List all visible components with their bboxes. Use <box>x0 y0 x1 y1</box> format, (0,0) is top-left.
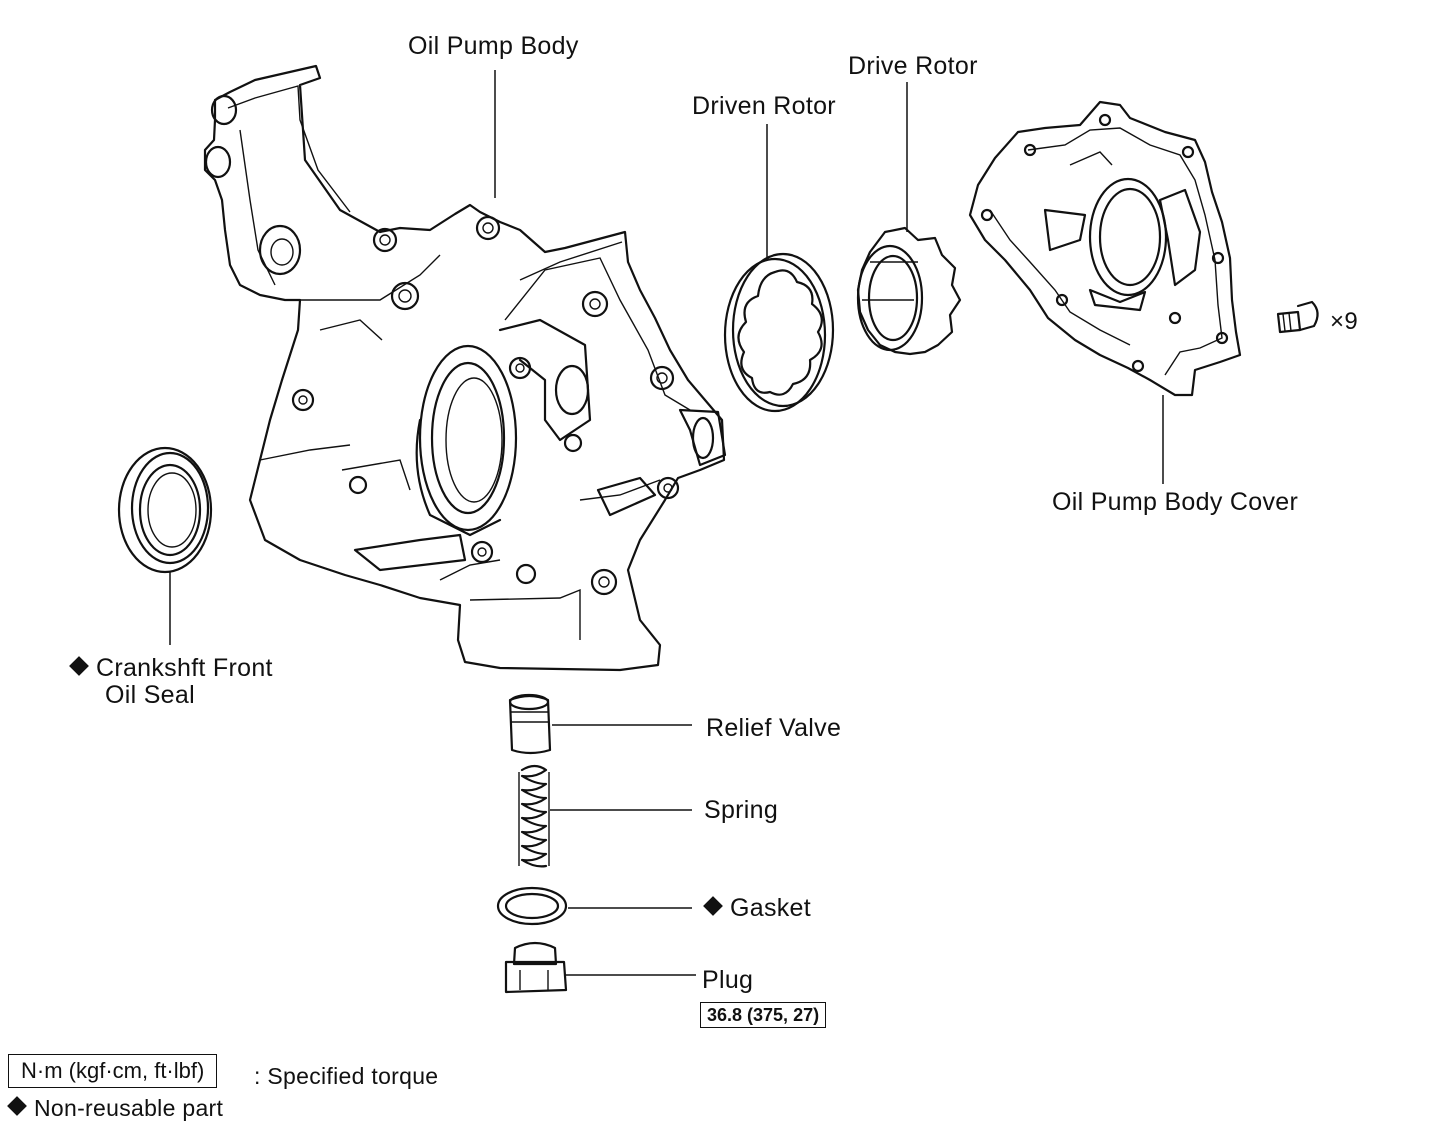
non-reusable-legend-text: Non-reusable part <box>34 1095 224 1121</box>
bolt-illustration <box>1276 300 1319 334</box>
crankshaft-front-oil-seal-illustration <box>117 446 213 574</box>
non-reusable-diamond-icon <box>703 896 723 916</box>
relief-valve-illustration <box>508 693 552 755</box>
crankshaft-seal-label: Crankshft Front <box>69 654 273 682</box>
driven-rotor-label: Driven Rotor <box>692 92 836 120</box>
gasket-label: Gasket <box>703 894 811 922</box>
driven-rotor-illustration <box>723 252 835 413</box>
oil-pump-body-cover-illustration <box>968 100 1242 397</box>
torque-legend-description: : Specified torque <box>254 1063 439 1089</box>
oil-pump-body-label: Oil Pump Body <box>408 32 579 60</box>
spring-label: Spring <box>704 796 779 824</box>
oil-pump-body-cover-label: Oil Pump Body Cover <box>1052 488 1299 516</box>
bolt-quantity-label: ×9 <box>1330 308 1358 335</box>
spring-illustration <box>518 764 550 868</box>
non-reusable-diamond-icon <box>7 1096 27 1116</box>
drive-rotor-label: Drive Rotor <box>848 52 978 80</box>
plug-torque-spec: 36.8 (375, 27) <box>700 1002 827 1028</box>
crankshaft-seal-label-line1: Crankshft Front <box>96 654 273 682</box>
crankshaft-seal-label-line2: Oil Seal <box>105 681 195 709</box>
plug-illustration <box>504 941 568 994</box>
non-reusable-diamond-icon <box>69 656 89 676</box>
plug-label: Plug <box>702 966 754 994</box>
leader-lines <box>169 70 1164 976</box>
relief-valve-label: Relief Valve <box>706 714 842 742</box>
torque-unit-legend-box: N·m (kgf·cm, ft·lbf) <box>8 1054 218 1088</box>
gasket-illustration <box>496 886 568 926</box>
gasket-label-text: Gasket <box>730 894 811 922</box>
oil-pump-body-illustration <box>203 64 727 672</box>
drive-rotor-illustration <box>856 226 962 356</box>
non-reusable-legend: Non-reusable part <box>7 1094 224 1122</box>
